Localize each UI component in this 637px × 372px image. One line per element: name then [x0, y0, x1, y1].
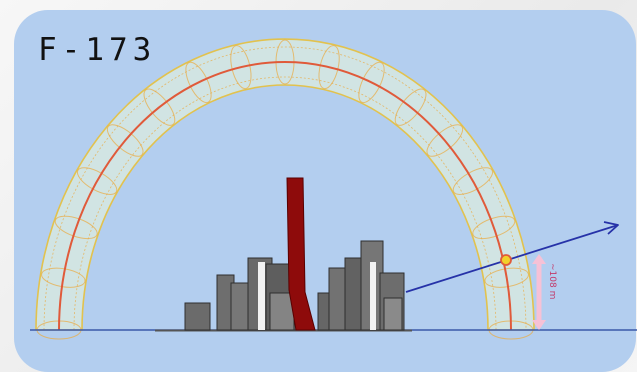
building	[184, 302, 211, 331]
height-dimension: ~108 m	[532, 254, 557, 330]
building-highlight	[370, 262, 376, 330]
dimension-arrow-bottom	[532, 320, 546, 330]
arch-center-line	[58, 61, 512, 331]
arch-outer-guide	[43, 46, 527, 331]
direction-arrow	[405, 221, 619, 293]
height-label: ~108 m	[547, 263, 557, 299]
central-tower	[286, 177, 316, 331]
building	[383, 297, 403, 331]
building-highlight	[258, 262, 265, 330]
intersection-marker	[500, 254, 512, 266]
city-skyline	[184, 177, 405, 331]
arrow-head	[603, 221, 619, 235]
figure-label: F-173	[38, 32, 157, 68]
arch-inner-guide	[73, 76, 497, 331]
torus-arch	[35, 38, 535, 340]
dimension-arrow-top	[532, 254, 546, 264]
